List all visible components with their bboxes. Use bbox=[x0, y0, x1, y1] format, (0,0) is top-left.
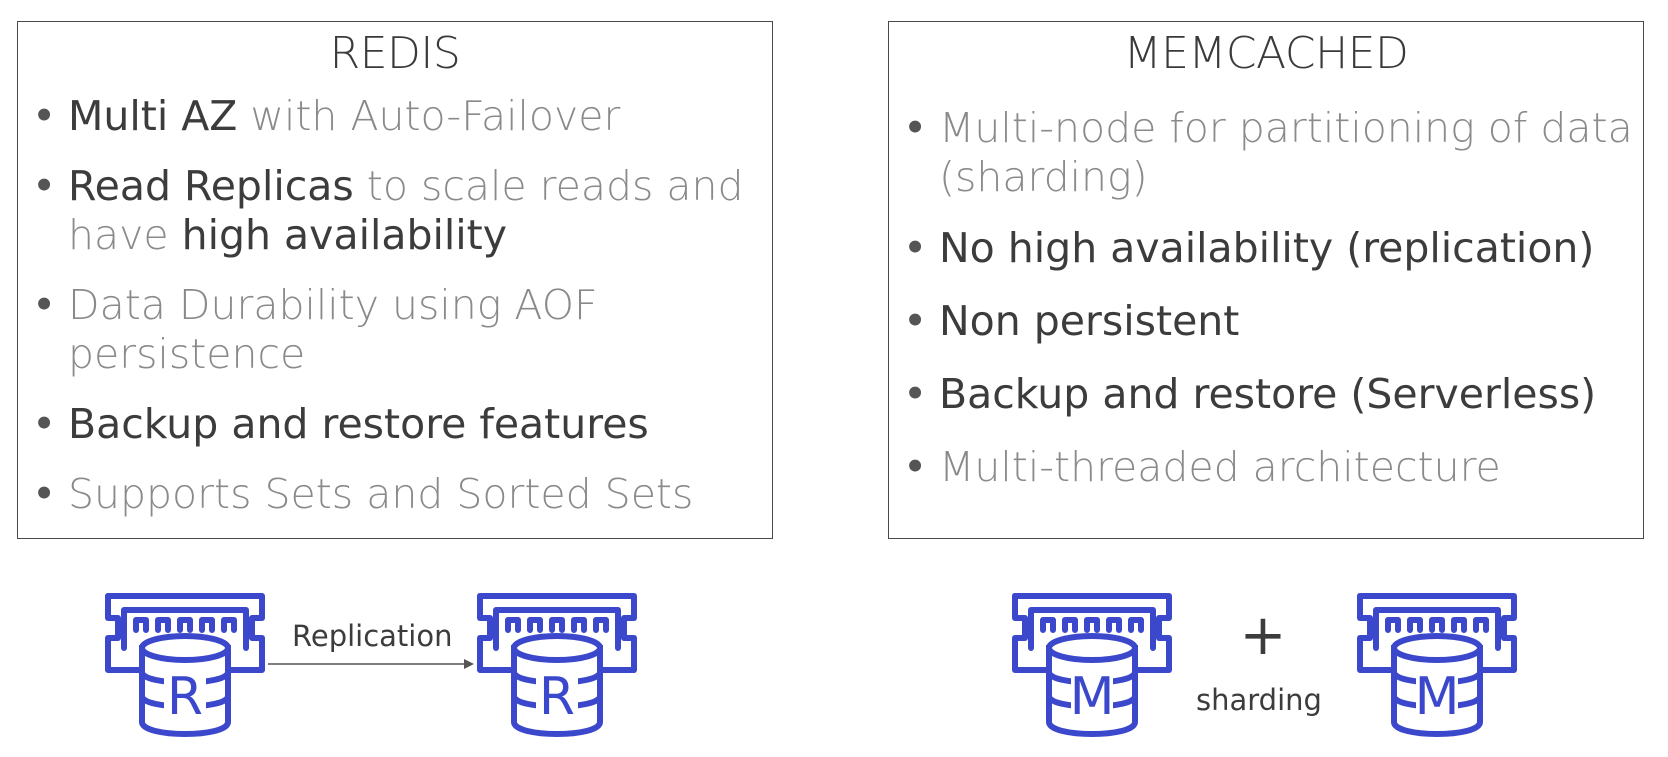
node-letter: M bbox=[1415, 667, 1460, 727]
redis-bullet-data-durability: Data Durability using AOF persistence bbox=[18, 281, 772, 379]
memcached-title: MEMCACHED bbox=[1123, 28, 1409, 79]
redis-bullet-multi-az: Multi AZ with Auto-Failover bbox=[18, 92, 772, 141]
replication-label: Replication bbox=[292, 619, 453, 653]
cache-node-glyph: R bbox=[105, 593, 265, 737]
memcached-bullet-multi-threaded: Multi-threaded architecture bbox=[889, 443, 1643, 492]
redis-feature-list: Multi AZ with Auto-Failover Read Replica… bbox=[18, 92, 772, 519]
memcached-node-icon: M bbox=[1354, 590, 1520, 738]
node-letter: M bbox=[1070, 667, 1115, 727]
memcached-feature-list: Multi-node for partitioning of data (sha… bbox=[889, 104, 1643, 492]
sharding-label: sharding bbox=[1196, 683, 1322, 717]
replication-arrow-icon bbox=[268, 659, 474, 669]
memcached-bullet-backup-restore: Backup and restore (Serverless) bbox=[889, 370, 1643, 419]
node-letter: R bbox=[167, 667, 203, 727]
redis-bullet-sets: Supports Sets and Sorted Sets bbox=[18, 470, 772, 519]
redis-bullet-read-replicas: Read Replicas to scale reads and have hi… bbox=[18, 162, 772, 260]
redis-panel: REDIS Multi AZ with Auto-Failover Read R… bbox=[17, 21, 773, 539]
memcached-panel: MEMCACHED Multi-node for partitioning of… bbox=[888, 21, 1644, 539]
cache-node-glyph: R bbox=[477, 593, 637, 737]
redis-title: REDIS bbox=[329, 28, 461, 79]
cache-node-glyph: M bbox=[1357, 593, 1517, 737]
svg-text:+: + bbox=[1240, 610, 1287, 660]
redis-node-icon: R bbox=[474, 590, 640, 738]
cache-node-glyph: M bbox=[1012, 593, 1172, 737]
plus-icon: + bbox=[1240, 610, 1287, 660]
redis-node-icon: R bbox=[102, 590, 268, 738]
memcached-bullet-non-persistent: Non persistent bbox=[889, 297, 1643, 346]
memcached-node-icon: M bbox=[1009, 590, 1175, 738]
memcached-bullet-multi-node: Multi-node for partitioning of data (sha… bbox=[889, 104, 1643, 202]
redis-bullet-backup-restore: Backup and restore features bbox=[18, 400, 772, 449]
memcached-bullet-no-ha: No high availability (replication) bbox=[889, 224, 1643, 273]
node-letter: R bbox=[539, 667, 575, 727]
